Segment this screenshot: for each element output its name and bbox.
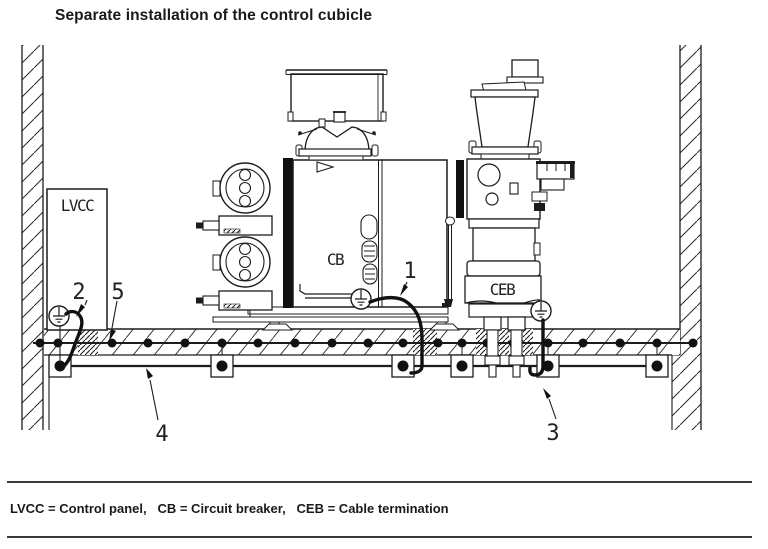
- lvcc-earth-connection: [48, 305, 84, 368]
- lvcc-cabinet: LVCC: [46, 188, 108, 331]
- ceb-drive: [531, 161, 575, 211]
- lvcc-label: LVCC: [61, 196, 94, 215]
- earthing-cable-2: [62, 309, 84, 368]
- earthing-cable-3: [528, 318, 545, 377]
- cb-body: [292, 159, 448, 308]
- earth-clamp-icon: [48, 305, 70, 327]
- callout-2-number: 2: [72, 280, 85, 305]
- callout-3-number: 3: [546, 421, 559, 446]
- earth-clamp-icon: [530, 300, 552, 322]
- earthing-bar: [48, 343, 669, 378]
- cb-label: CB: [327, 250, 344, 269]
- page-title: Separate installation of the control cub…: [55, 7, 373, 24]
- ceb-label: CEB: [490, 280, 515, 299]
- ceb-earth-connection: [528, 300, 552, 377]
- callout-5-number: 5: [111, 280, 124, 305]
- callout-4-number: 4: [155, 422, 168, 447]
- legend-text: LVCC = Control panel, CB = Circuit break…: [10, 501, 449, 516]
- earthing-cable-1: [368, 295, 424, 375]
- callout-1-number: 1: [403, 259, 416, 284]
- legend-top-rule: [7, 481, 752, 483]
- cb-support-column: [283, 158, 293, 308]
- cb-pole-flanges: [212, 162, 271, 288]
- legend-bottom-rule: [7, 536, 752, 538]
- callout-2: 2: [72, 280, 88, 317]
- cb-ceb-connection: [444, 160, 464, 307]
- earthing-conductor: [33, 338, 698, 348]
- callout-5: 5: [109, 280, 125, 341]
- circuit-breaker: CB: [196, 69, 464, 331]
- earth-clamp-icon: [350, 288, 372, 310]
- callout-1: 1: [400, 259, 417, 296]
- left-wall: [21, 45, 50, 430]
- cb-mechanism-boxes: [196, 215, 273, 311]
- cb-dome: [295, 111, 379, 161]
- right-wall: [671, 45, 702, 430]
- ceb-feet: [483, 316, 526, 378]
- callout-3: 3: [543, 388, 560, 446]
- callout-4: 4: [146, 368, 169, 447]
- cb-earth-connection: [299, 284, 424, 375]
